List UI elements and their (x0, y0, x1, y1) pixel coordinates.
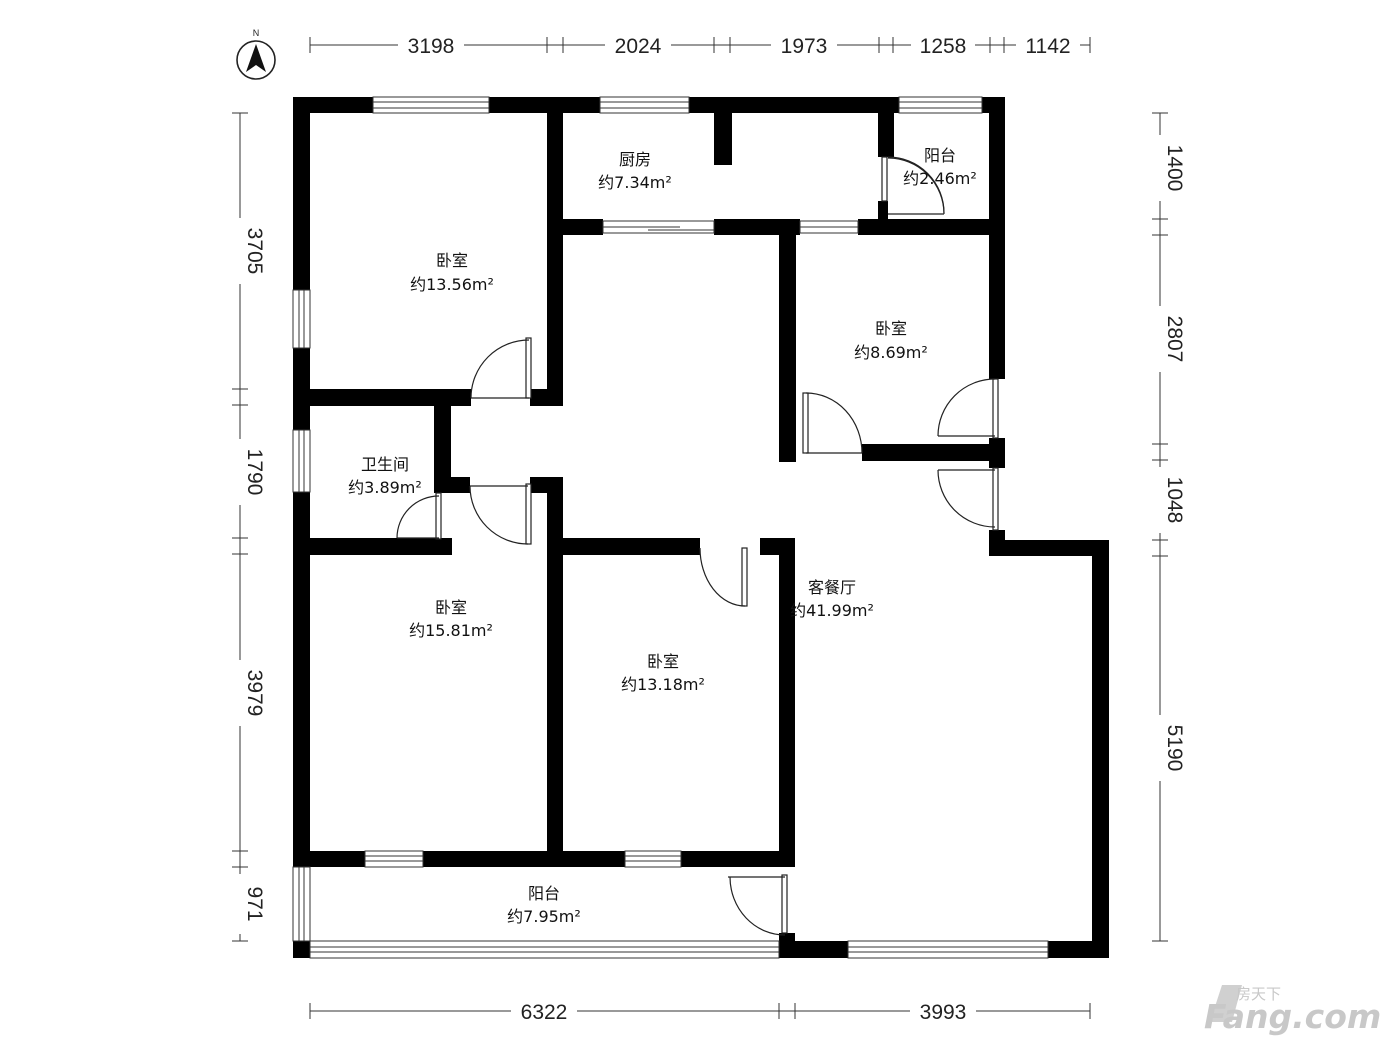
watermark-cn: 房天下 (1236, 985, 1281, 1003)
dim-top-1: 3198 (408, 35, 455, 58)
walls (293, 97, 1109, 958)
door-corridor[interactable] (469, 483, 532, 545)
dim-right-1: 1400 (1163, 145, 1186, 192)
room-area: 约8.69m² (854, 343, 928, 362)
dim-right-4: 5190 (1163, 725, 1186, 772)
room-bathroom: 卫生间 约3.89m² (348, 455, 422, 497)
dim-top-5: 1142 (1025, 35, 1070, 58)
room-area: 约13.18m² (621, 675, 705, 694)
room-name: 卫生间 (361, 455, 409, 474)
room-area: 约7.34m² (598, 173, 672, 192)
room-name: 卧室 (875, 319, 907, 338)
door-bedroom-4[interactable] (699, 547, 748, 607)
room-bedroom-1: 卧室 约13.56m² (410, 251, 494, 294)
dim-top-3: 1973 (781, 35, 828, 58)
room-living-dining: 客餐厅 约41.99m² (790, 578, 874, 620)
door-bedroom-1[interactable] (470, 337, 532, 399)
dim-top-2: 2024 (615, 35, 662, 58)
dim-left-4: 971 (243, 886, 266, 921)
room-name: 阳台 (924, 146, 956, 165)
dim-left-1: 3705 (243, 228, 266, 275)
room-area: 约13.56m² (410, 275, 494, 294)
door-bedroom-2[interactable] (802, 392, 863, 454)
room-name: 客餐厅 (808, 578, 856, 597)
room-name: 卧室 (435, 598, 467, 617)
watermark-en: Fang.com (1204, 997, 1381, 1036)
doors (396, 156, 999, 936)
door-bedroom-2-right[interactable] (937, 378, 999, 439)
room-bedroom-4: 卧室 约13.18m² (621, 652, 705, 694)
fang-logo-icon (1210, 985, 1242, 1022)
door-balcony-bottom[interactable] (728, 874, 788, 936)
dim-left-3: 3979 (243, 670, 266, 717)
door-bathroom[interactable] (396, 492, 442, 540)
compass-label: N (253, 28, 260, 38)
room-area: 约15.81m² (409, 621, 493, 640)
room-labels: 卧室 约13.56m² 厨房 约7.34m² 阳台 约2.46m² 卧室 约8.… (348, 146, 977, 926)
door-entrance[interactable] (937, 467, 999, 531)
room-name: 卧室 (647, 652, 679, 671)
dim-top-4: 1258 (920, 35, 967, 58)
dim-right-3: 1048 (1163, 477, 1186, 524)
room-bedroom-3: 卧室 约15.81m² (409, 598, 493, 640)
dim-right-2: 2807 (1163, 316, 1186, 363)
room-balcony-top: 阳台 约2.46m² (903, 146, 977, 188)
room-area: 约41.99m² (790, 601, 874, 620)
dim-bottom-2: 3993 (920, 1001, 967, 1024)
dim-bottom-1: 6322 (521, 1001, 568, 1024)
room-area: 约2.46m² (903, 169, 977, 188)
north-arrow-icon (246, 44, 266, 72)
room-name: 阳台 (528, 884, 560, 903)
room-area: 约7.95m² (507, 907, 581, 926)
windows (292, 96, 1049, 959)
room-name: 厨房 (619, 150, 651, 169)
room-kitchen: 厨房 约7.34m² (598, 150, 672, 192)
room-area: 约3.89m² (348, 478, 422, 497)
room-bedroom-2: 卧室 约8.69m² (854, 319, 928, 362)
dimension-labels: 3198 2024 1973 1258 1142 6322 3993 3705 … (228, 33, 1186, 1024)
compass: N (236, 28, 276, 80)
room-name: 卧室 (436, 251, 468, 270)
dim-left-2: 1790 (243, 449, 266, 496)
watermark: 房天下 Fang.com (1204, 985, 1381, 1036)
door-balcony-top[interactable] (881, 156, 945, 215)
room-balcony-bottom: 阳台 约7.95m² (507, 884, 581, 926)
